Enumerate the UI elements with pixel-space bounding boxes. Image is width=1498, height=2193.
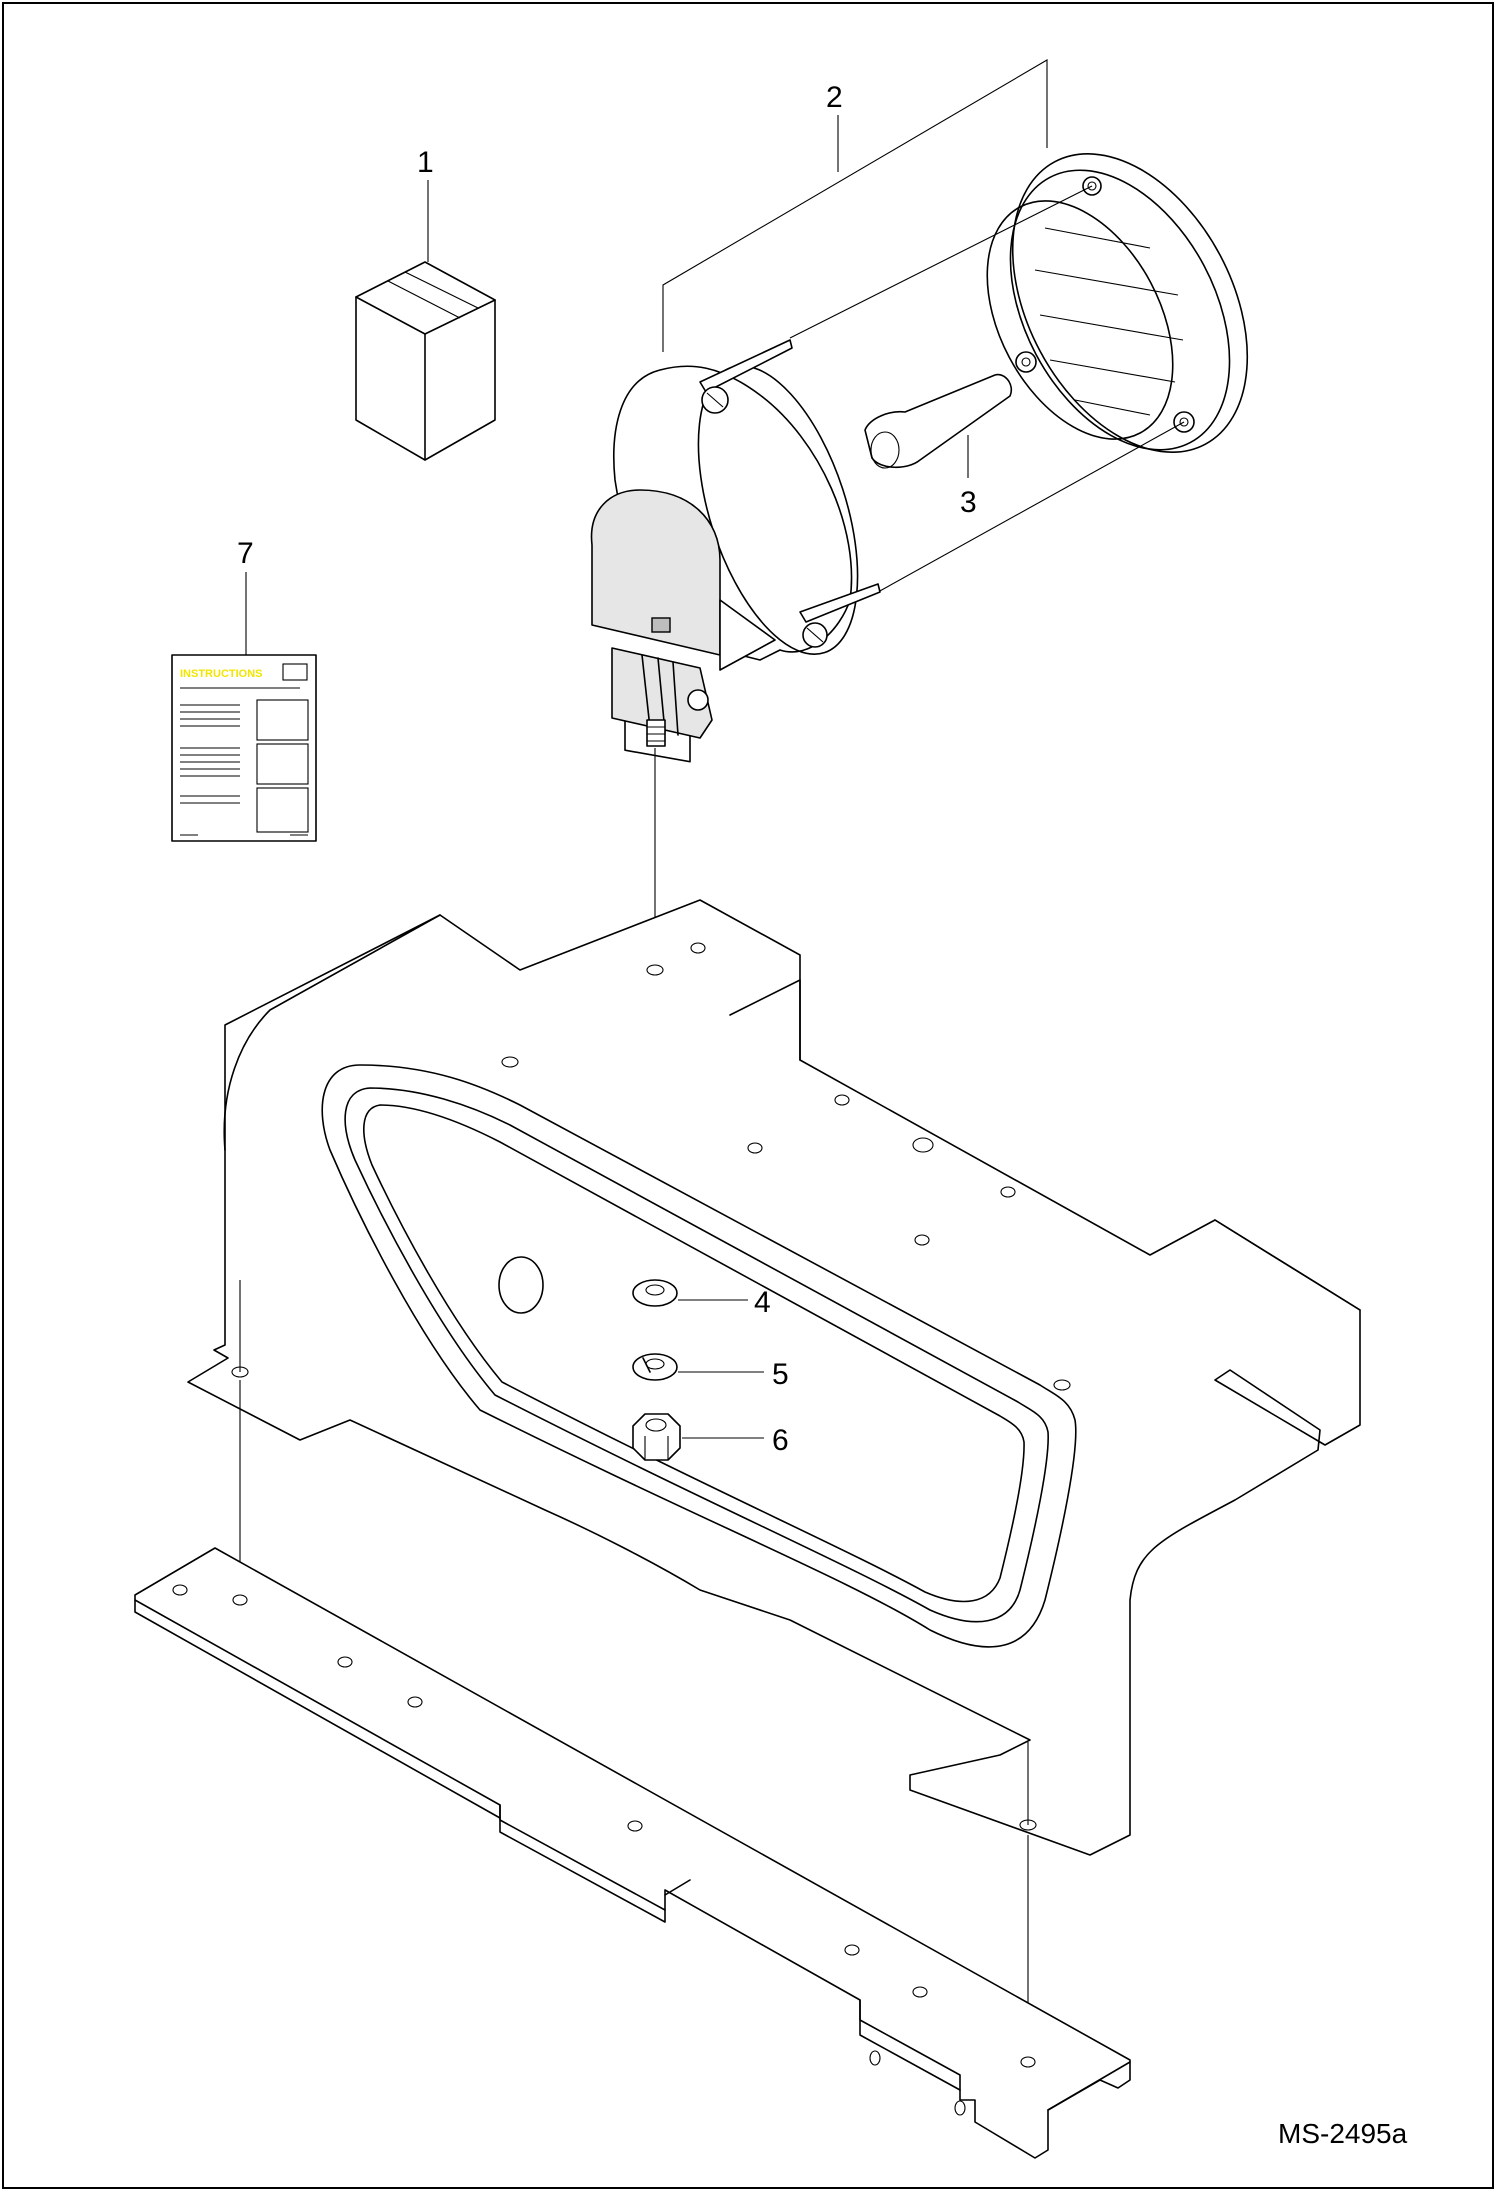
- part-2-bezel-ring: [986, 153, 1249, 453]
- mounting-panel: [187, 899, 1361, 1856]
- callout-4: 4: [754, 1286, 771, 1319]
- part-6-hex-nut: [632, 1413, 681, 1461]
- part-3-handle: [864, 373, 1013, 469]
- part-5-lock-washer: [632, 1353, 678, 1381]
- callout-7: 7: [237, 537, 254, 570]
- part-4-flat-washer: [632, 1279, 678, 1307]
- callout-1: 1: [417, 146, 434, 179]
- callout-2: 2: [826, 81, 843, 114]
- instructions-title: INSTRUCTIONS: [180, 668, 263, 680]
- part-1-box: [355, 261, 496, 461]
- callout-5: 5: [772, 1358, 789, 1391]
- callout-3: 3: [960, 486, 977, 519]
- part-7-instructions-sheet: INSTRUCTIONS: [171, 654, 317, 842]
- part-2-lamp-housing: [590, 339, 881, 763]
- leader-2-bracket: [662, 59, 1048, 352]
- callout-6: 6: [772, 1424, 789, 1457]
- base-plate: [134, 1547, 1131, 2159]
- screw-leader-upper: [789, 185, 1093, 339]
- drawing-code: MS-2495a: [1278, 2118, 1408, 2149]
- screw-leader-lower: [877, 421, 1185, 593]
